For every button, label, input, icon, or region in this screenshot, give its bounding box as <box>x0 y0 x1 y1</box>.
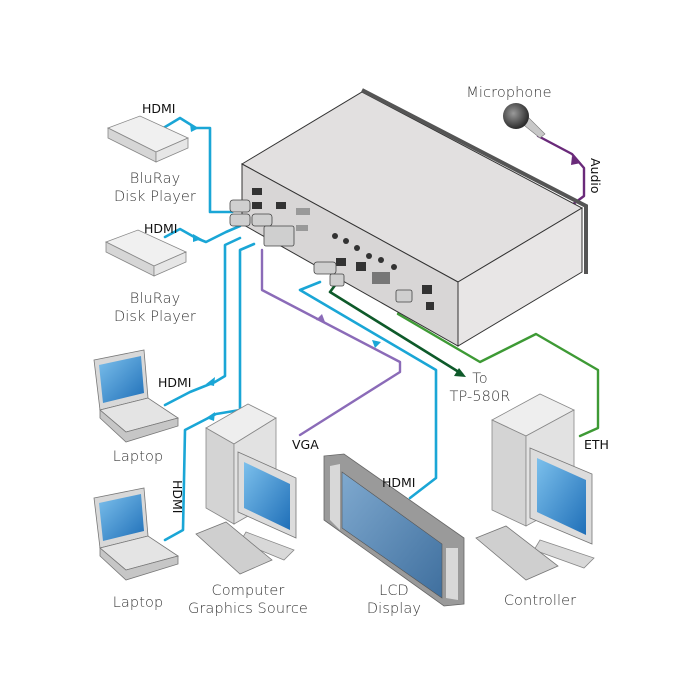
cable-label-microphone: Audio <box>588 158 603 194</box>
arrow-icon <box>206 412 215 421</box>
lcd-display <box>323 453 465 607</box>
arrow-icon <box>206 377 215 386</box>
controller-label: Controller <box>503 593 577 609</box>
cable-tp-receiver <box>328 282 464 376</box>
cable-eth-controller <box>396 303 600 438</box>
lcd-label: LCD Display <box>364 582 424 618</box>
arrow-icon <box>372 340 381 348</box>
microphone-label: Microphone <box>466 85 552 101</box>
cable-label-laptop1: HDMI <box>158 375 192 390</box>
cables <box>158 116 600 542</box>
bluray1-label: BluRay Disk Player <box>110 170 200 206</box>
cable-hdmi-laptop2 <box>163 242 256 542</box>
laptop-2 <box>93 487 179 581</box>
bluray2-label-line1: BluRay <box>129 291 181 307</box>
cable-label-lcd: HDMI <box>382 475 416 490</box>
bluray1-label-line1: BluRay <box>129 171 181 187</box>
computer-label-line2: Graphics Source <box>188 601 308 617</box>
cable-label-computer: VGA <box>292 437 319 452</box>
cable-hdmi-bluray2 <box>163 224 242 244</box>
arrow-icon <box>193 234 202 242</box>
arrow-icon <box>571 156 581 165</box>
bluray2-label: BluRay Disk Player <box>110 290 200 326</box>
computer-label: Computer Graphics Source <box>186 582 310 618</box>
switcher-unit <box>229 88 588 347</box>
bluray2-label-line2: Disk Player <box>114 309 196 325</box>
arrow-icon <box>454 368 466 377</box>
cable-label-controller: ETH <box>584 437 609 452</box>
laptop-1 <box>93 349 179 443</box>
receiver-label: To TP-580R <box>440 370 520 406</box>
lcd-label-line2: Display <box>366 601 422 617</box>
lcd-label-line1: LCD <box>379 583 409 599</box>
bluray-player-2 <box>105 229 187 277</box>
receiver-label-line1: To <box>472 371 488 387</box>
receiver-label-line2: TP-580R <box>449 389 511 405</box>
laptop1-label: Laptop <box>112 449 164 465</box>
arrow-icon <box>190 124 199 132</box>
microphone <box>503 103 546 139</box>
computer-graphics-source <box>195 403 297 575</box>
cable-label-laptop2: HDMI <box>170 480 185 514</box>
cable-vga-computer <box>260 248 402 437</box>
cable-hdmi-laptop1 <box>163 236 242 407</box>
bluray1-label-line2: Disk Player <box>114 189 196 205</box>
controller-computer <box>475 393 595 581</box>
bluray-player-1 <box>107 115 189 163</box>
computer-label-line1: Computer <box>211 583 285 599</box>
cable-label-bluray2: HDMI <box>144 221 178 236</box>
cable-label-bluray1: HDMI <box>142 101 176 116</box>
cable-hdmi-lcd <box>298 280 438 500</box>
arrow-icon <box>316 314 325 322</box>
laptop2-label: Laptop <box>112 595 164 611</box>
